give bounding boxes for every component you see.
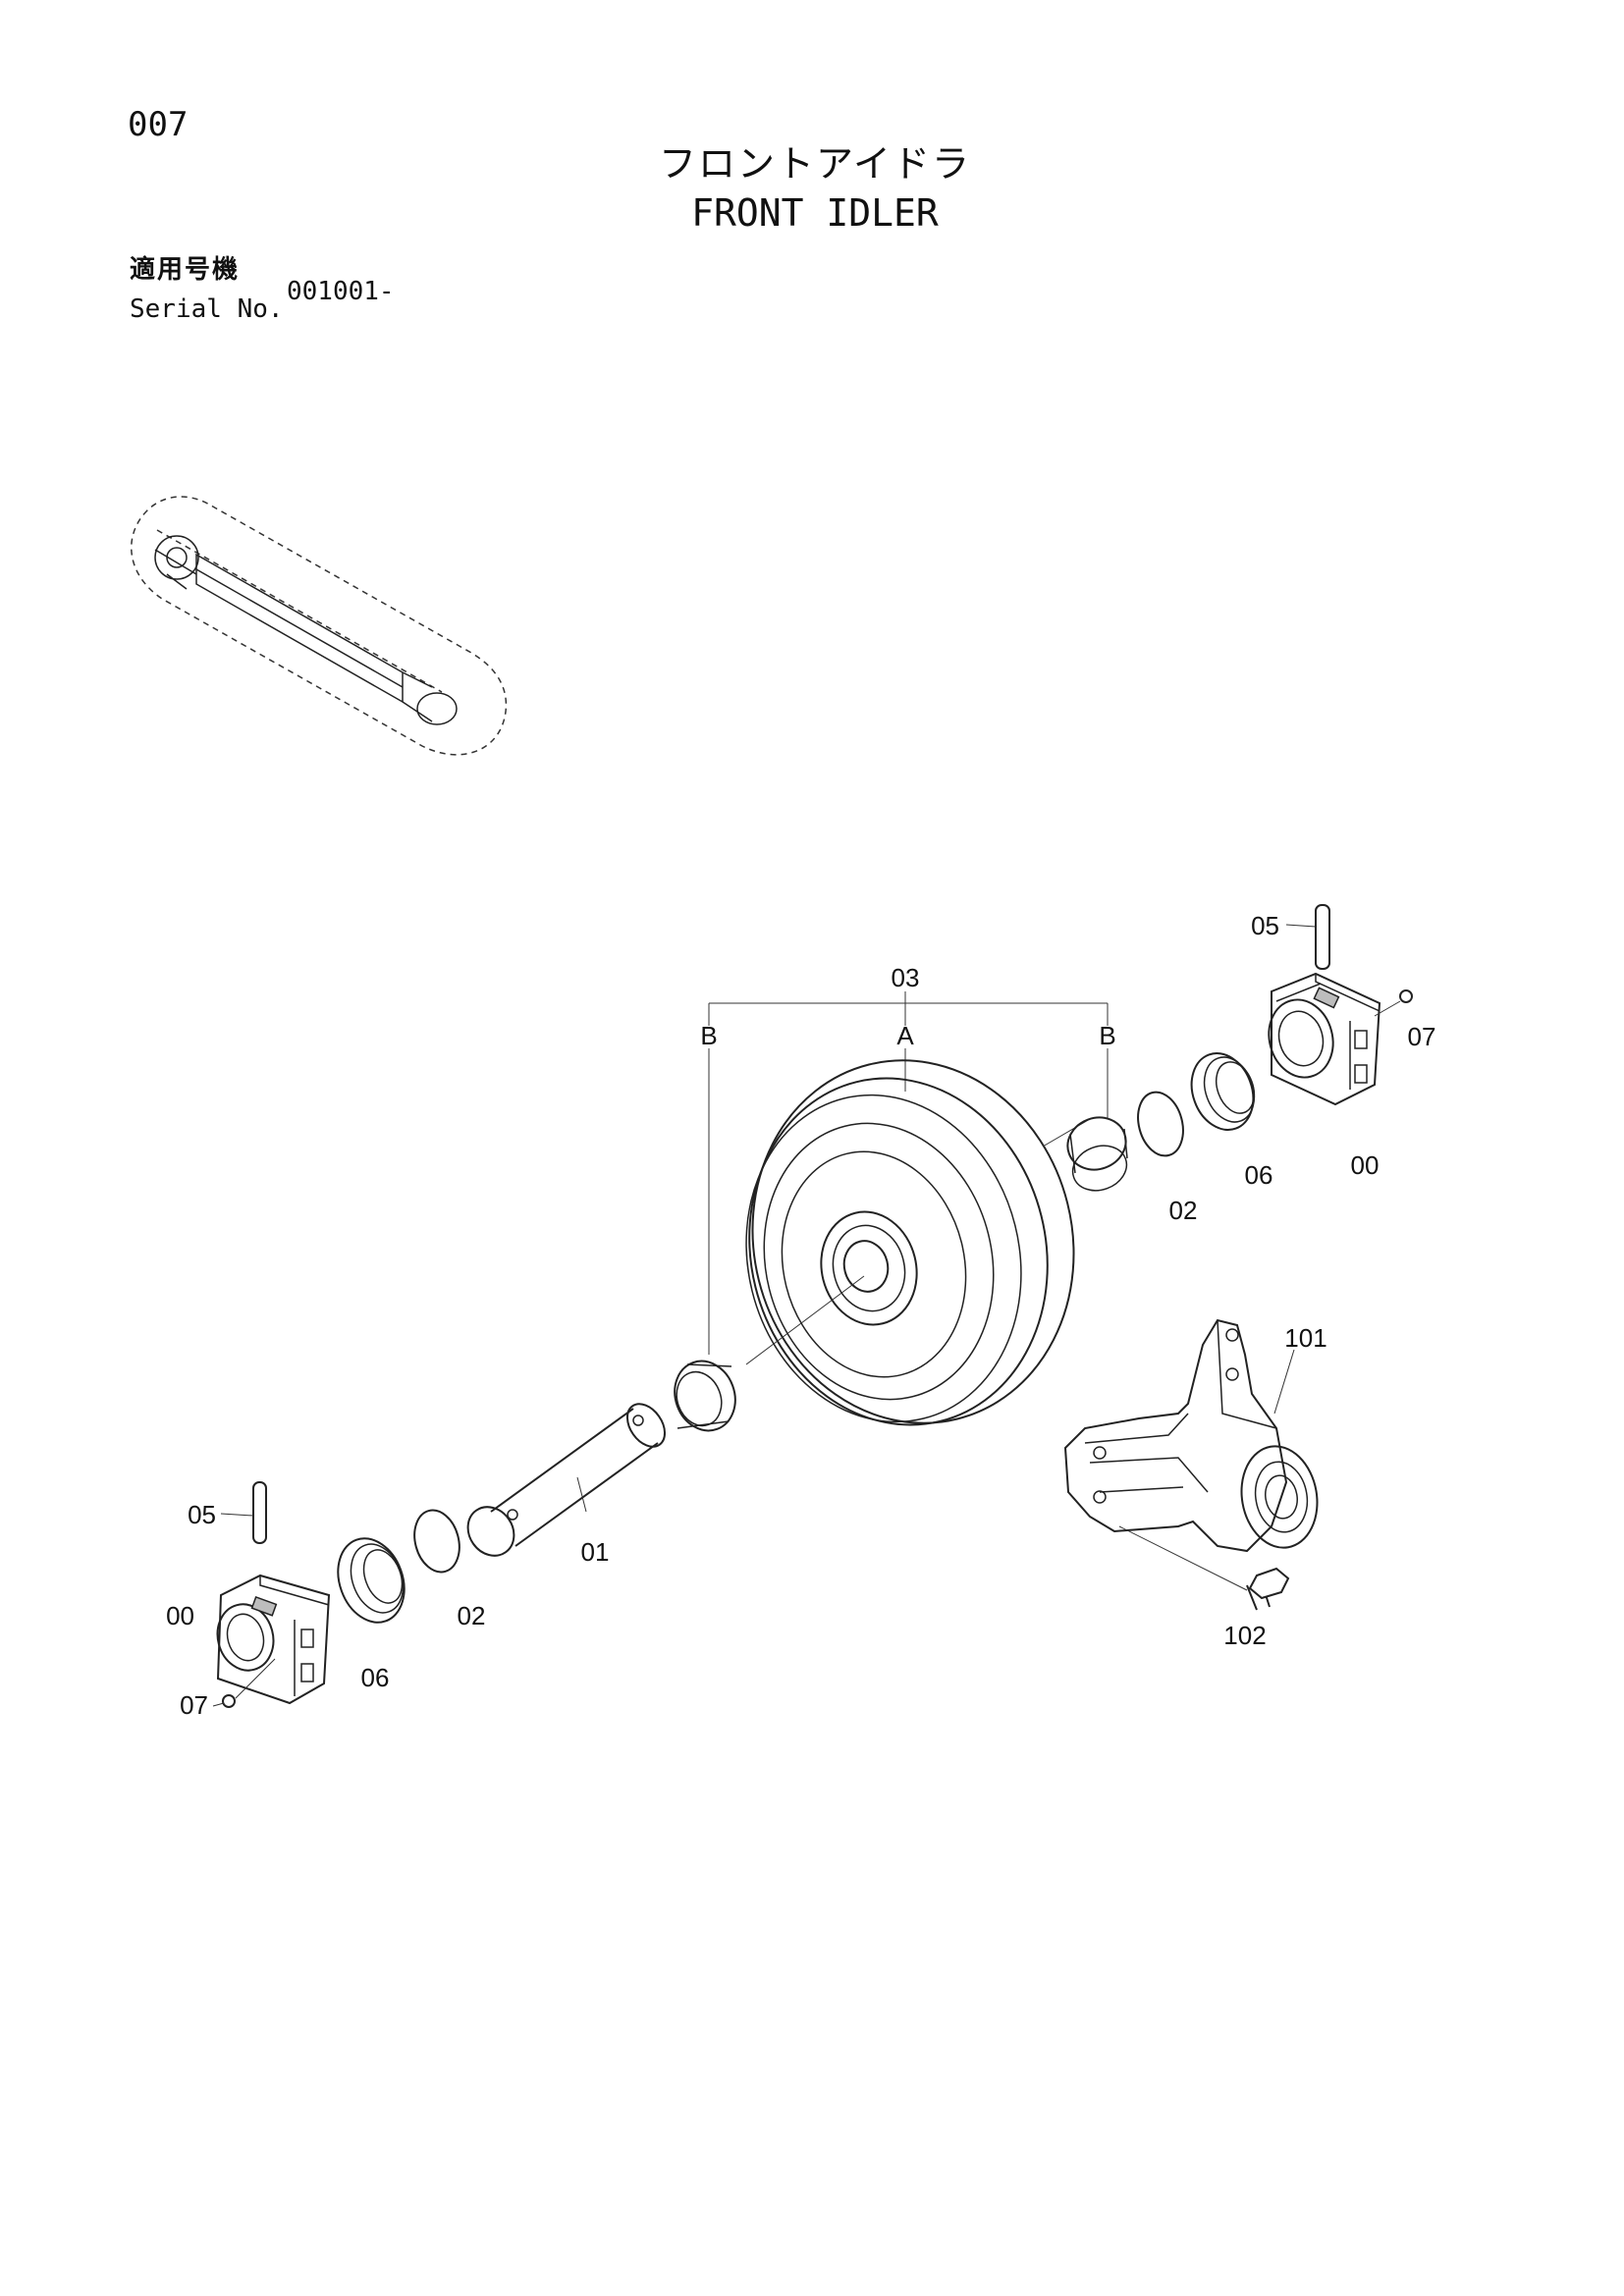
callout-05-bottom: 05 xyxy=(188,1500,216,1529)
callout-labels: 03 A B B 05 07 00 06 02 101 102 01 02 06… xyxy=(166,911,1435,1720)
callout-bracket-03 xyxy=(708,991,1109,1355)
bearing-block-bottom xyxy=(216,1574,331,1705)
callout-00-top: 00 xyxy=(1351,1150,1380,1180)
serial-label-japanese: 適用号機 xyxy=(130,255,241,285)
page-title-english: FRONT IDLER xyxy=(691,191,939,235)
idler-shaft xyxy=(466,1403,667,1557)
o-ring-top xyxy=(1137,1091,1184,1157)
lock-pin-bottom xyxy=(220,1481,267,1544)
callout-B-left: B xyxy=(700,1021,717,1050)
page-title-japanese: フロントアイドラ xyxy=(658,142,972,186)
callout-02-top: 02 xyxy=(1169,1196,1198,1225)
idler-yoke-bracket xyxy=(1063,1318,1319,1553)
idler-wheel xyxy=(745,1059,1075,1426)
serial-label-english: Serial No. xyxy=(130,294,284,324)
o-ring-bottom xyxy=(413,1509,460,1574)
plug-top xyxy=(1374,989,1413,1017)
seal-top xyxy=(1190,1052,1256,1131)
callout-05-top: 05 xyxy=(1251,911,1279,940)
page-number: 007 xyxy=(128,105,189,144)
callout-102: 102 xyxy=(1223,1621,1266,1650)
callout-06-top: 06 xyxy=(1245,1160,1273,1190)
callout-00-bottom: 00 xyxy=(166,1601,194,1630)
callout-03: 03 xyxy=(892,963,920,992)
assembly-axis-line xyxy=(745,1118,1091,1365)
lock-pin-top xyxy=(1285,904,1330,970)
callout-07-bottom: 07 xyxy=(180,1690,208,1720)
seal-bottom xyxy=(337,1537,406,1624)
callout-06-bottom: 06 xyxy=(361,1663,390,1692)
callout-07-top: 07 xyxy=(1408,1022,1436,1051)
plug-bottom xyxy=(212,1658,276,1708)
bushing-left xyxy=(674,1360,736,1432)
bolt-102 xyxy=(1118,1525,1290,1611)
callout-B-right: B xyxy=(1099,1021,1115,1050)
callout-01: 01 xyxy=(581,1537,610,1567)
serial-number-value: 001001- xyxy=(287,277,395,306)
bearing-block-top xyxy=(1268,972,1381,1106)
callout-02-bottom: 02 xyxy=(458,1601,486,1630)
track-frame-overview xyxy=(131,496,508,756)
callout-A: A xyxy=(896,1021,914,1050)
callout-101: 101 xyxy=(1284,1323,1326,1353)
bushing-right xyxy=(1066,1116,1128,1192)
